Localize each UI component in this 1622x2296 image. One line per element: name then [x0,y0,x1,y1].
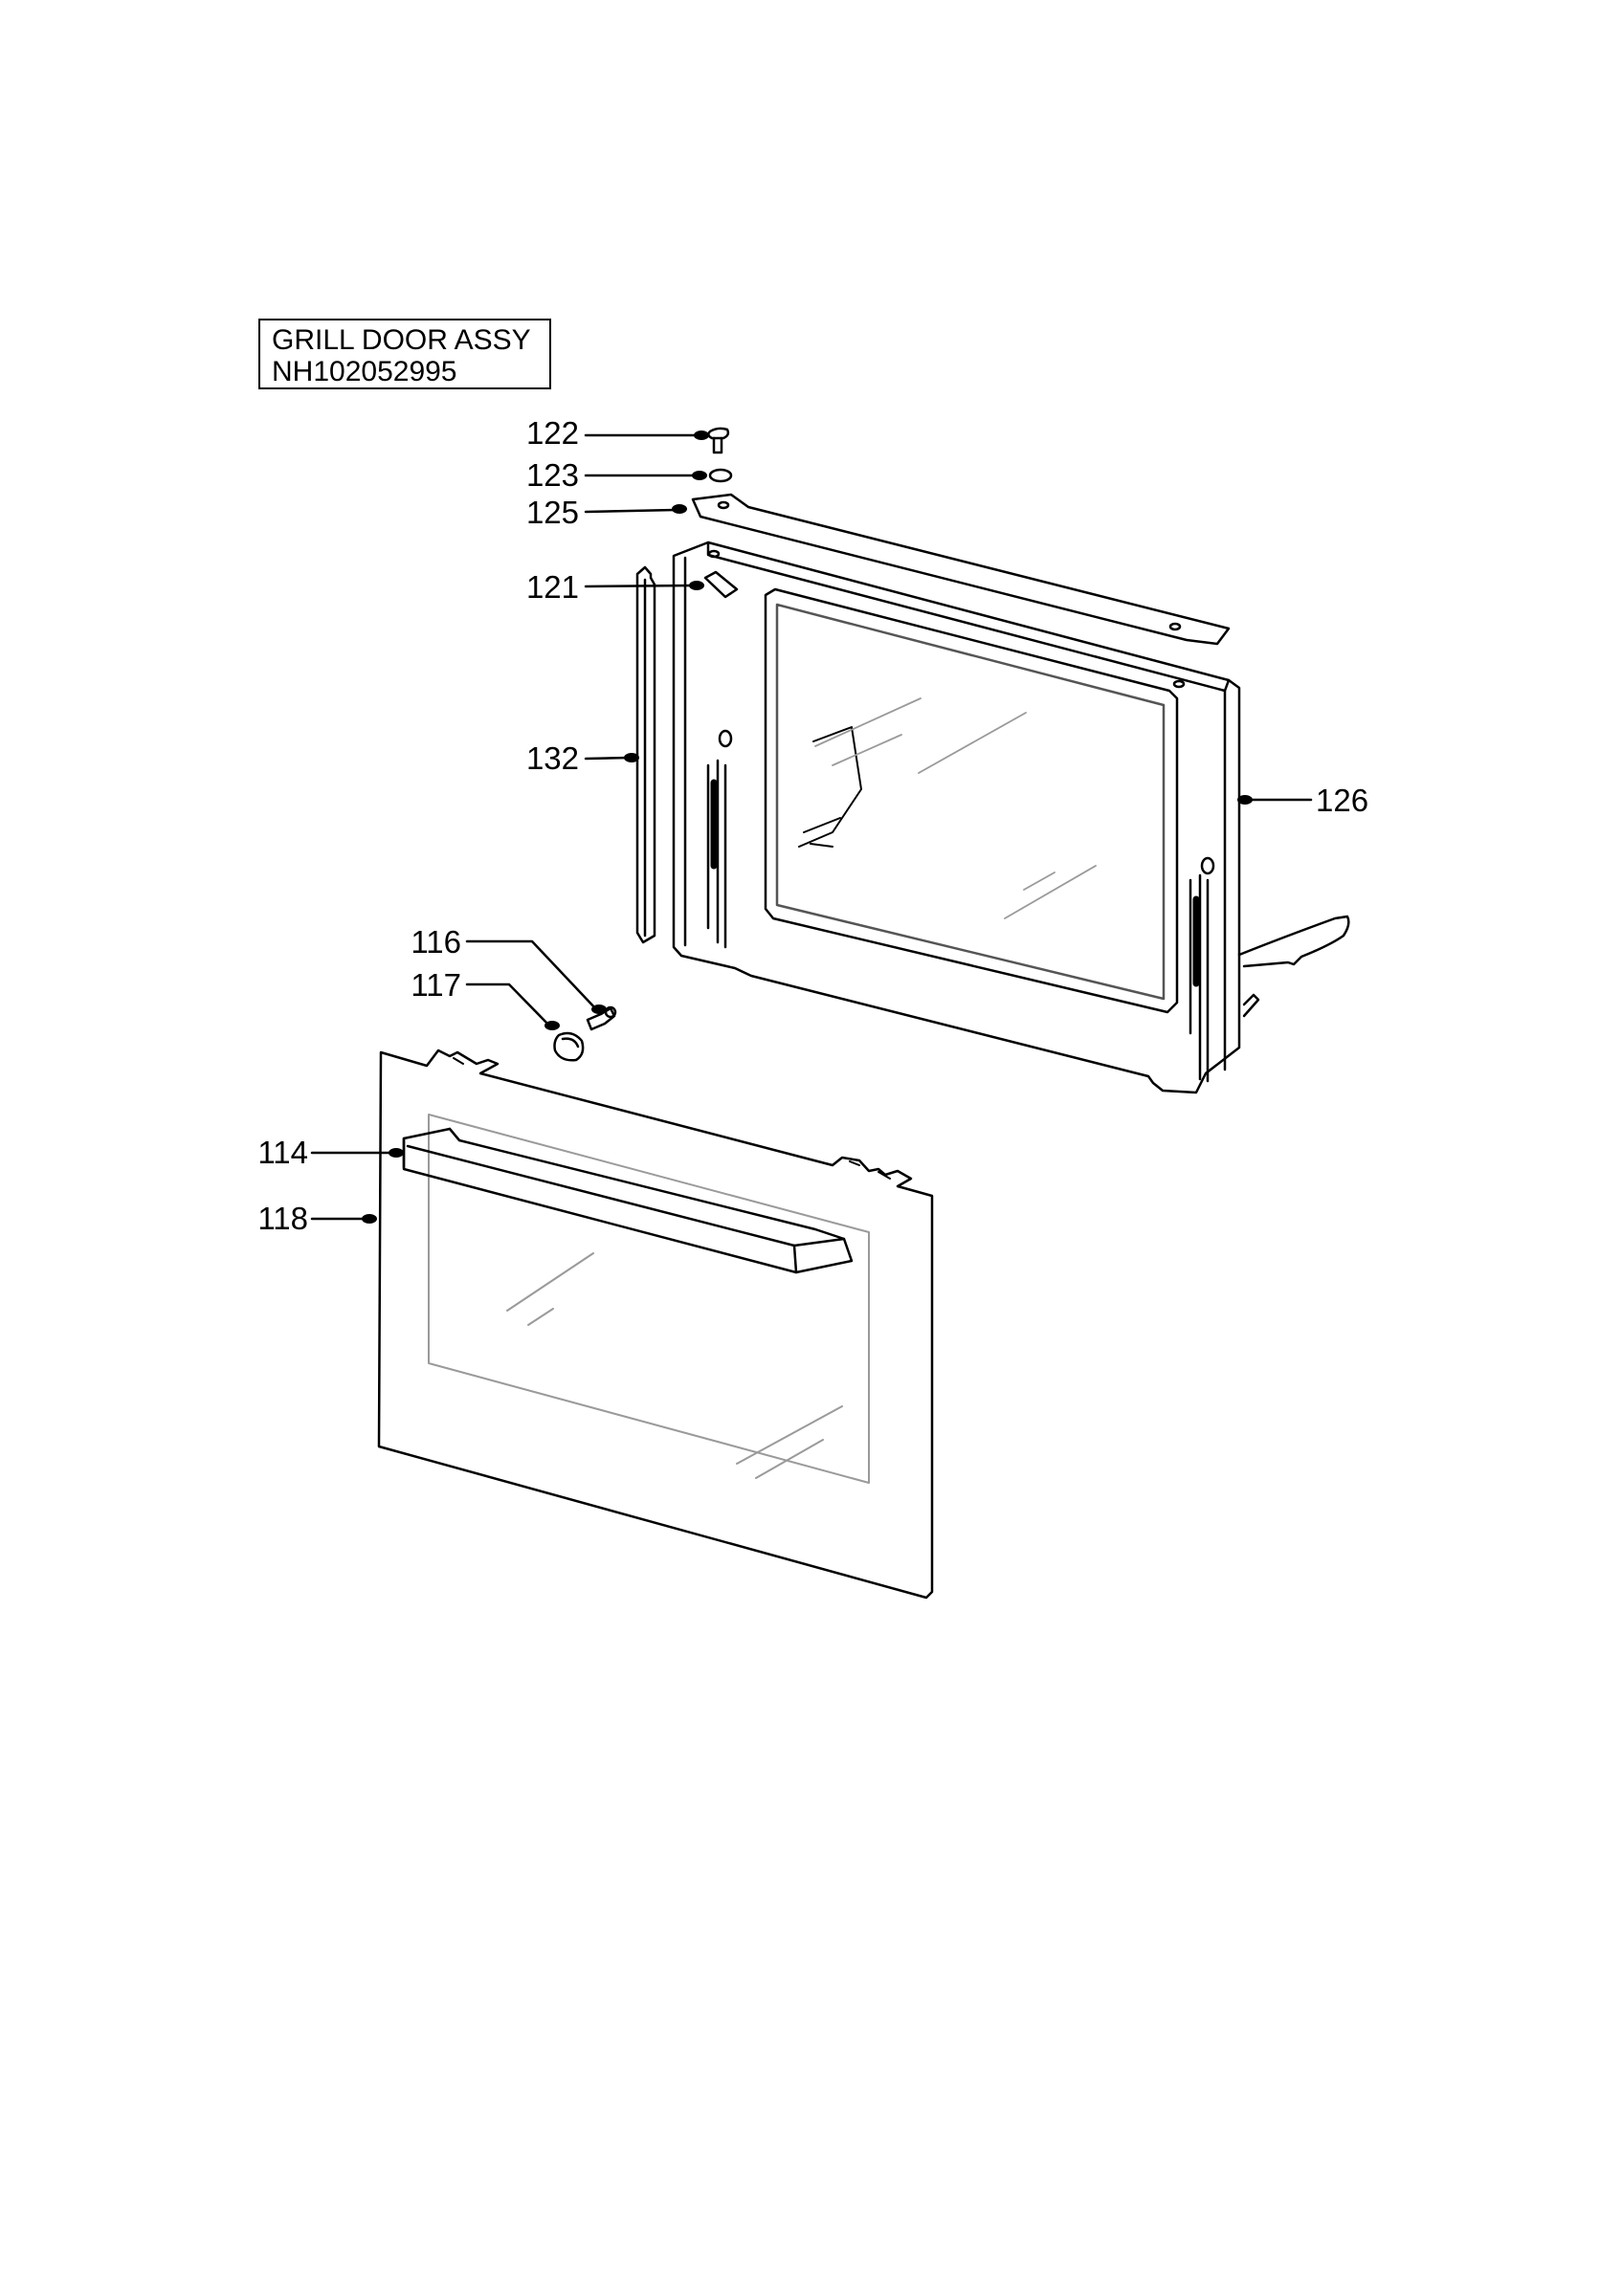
inner-glass-126 [764,587,1179,1014]
assembly-title-box: GRILL DOOR ASSY NH102052995 [258,319,551,389]
callout-dots [362,430,1253,1224]
callout-dot-121 [689,581,704,590]
callout-label-126: 126 [1316,783,1368,818]
clip-121 [703,570,739,599]
callout-label-122: 122 [526,415,579,451]
hinge-pin-116 [586,1005,617,1031]
callout-dot-122 [694,430,709,440]
leader-121 [584,584,697,588]
leader-132 [584,756,632,761]
callout-dot-118 [362,1214,377,1224]
assembly-part-number: NH102052995 [272,356,457,387]
washer-123 [708,468,733,483]
callout-dot-116 [591,1004,607,1014]
leader-116 [465,939,599,1012]
callout-label-132: 132 [526,740,579,776]
inner-door-frame-126 [672,541,1350,1094]
callout-label-123: 123 [526,457,579,493]
screw-122 [707,427,730,454]
leader-lines [310,433,1313,1221]
callout-dot-123 [692,471,707,480]
top-strip-125 [691,493,1231,646]
leader-117 [465,982,553,1029]
callout-label-114: 114 [257,1135,308,1170]
callout-dot-132 [624,753,639,762]
callout-labels: 122 123 125 121 132 126 116 117 114 118 [257,415,1368,1236]
assembly-name: GRILL DOOR ASSY [272,324,531,356]
inner-glass-reflection [814,697,1097,919]
outer-door-panel-118 [377,1049,934,1600]
callout-dot-125 [672,504,687,514]
callout-dot-114 [389,1148,404,1158]
callout-label-118: 118 [257,1201,308,1236]
outer-glass-118 [428,1114,870,1484]
leader-125 [584,508,678,514]
callout-label-116: 116 [411,924,461,960]
grommet-117 [553,1031,585,1062]
side-seal-132 [635,565,656,944]
callout-dot-126 [1237,795,1253,805]
callout-label-125: 125 [526,495,579,530]
callout-label-117: 117 [411,967,461,1003]
callout-label-121: 121 [526,569,579,605]
callout-dot-117 [544,1021,560,1030]
handle-114 [402,1127,854,1274]
